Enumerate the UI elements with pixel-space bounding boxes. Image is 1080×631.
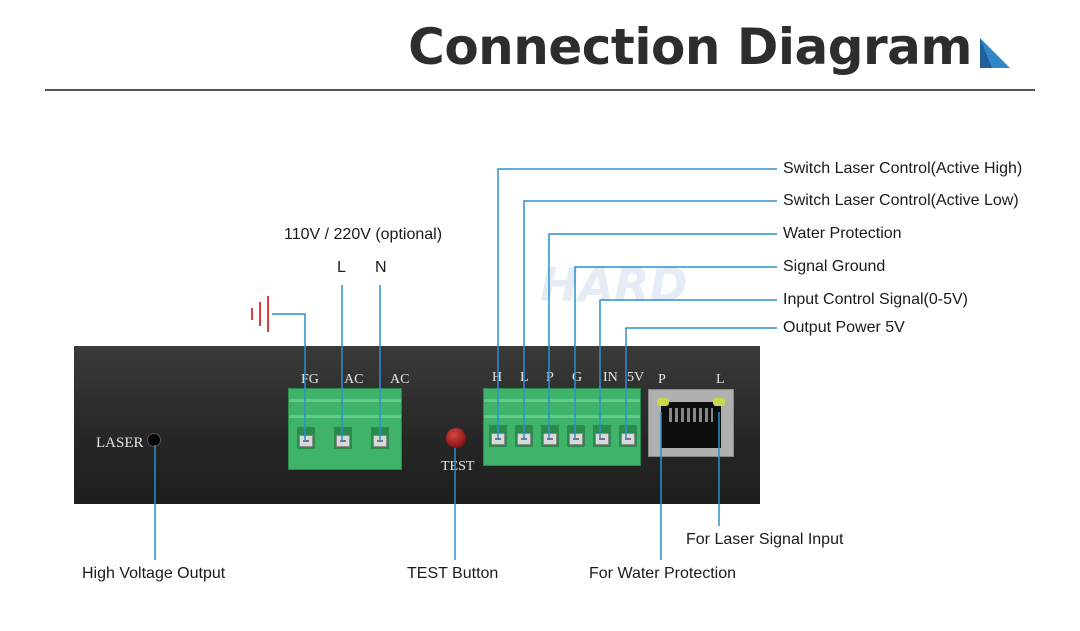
laser-power-supply: LASER TEST FG AC AC H L P G IN 5V P L (74, 346, 760, 504)
test-button[interactable] (446, 428, 466, 448)
rj45-p-label: P (658, 372, 666, 387)
voltage-label: 110V / 220V (optional) (284, 226, 443, 243)
high-voltage-output-label: High Voltage Output (82, 565, 226, 582)
terminal-p-label: P (546, 370, 554, 385)
page-title: Connection Diagram (408, 18, 972, 76)
terminal-h-label: H (492, 370, 503, 385)
terminal-ac1-label: AC (344, 372, 364, 387)
ground-icon (251, 296, 269, 332)
laser-output-label: LASER (96, 435, 144, 451)
live-label: L (337, 259, 346, 276)
title-divider (45, 89, 1035, 91)
laser-signal-input-label: For Laser Signal Input (686, 531, 844, 548)
signal-label-output-5v: Output Power 5V (783, 319, 905, 336)
terminal-5v-label: 5V (627, 370, 645, 385)
laser-output-port (147, 433, 161, 447)
terminal-in-label: IN (603, 370, 618, 385)
power-terminal-block (288, 388, 402, 470)
signal-label-active-low: Switch Laser Control(Active Low) (783, 192, 1019, 209)
terminal-ac2-label: AC (390, 372, 410, 387)
water-protection-led (657, 398, 669, 406)
test-label: TEST (441, 459, 475, 474)
signal-label-active-high: Switch Laser Control(Active High) (783, 160, 1023, 177)
signal-label-ground: Signal Ground (783, 258, 886, 275)
water-protection-port-label: For Water Protection (589, 565, 737, 582)
signal-label-water-protection: Water Protection (783, 225, 902, 242)
laser-signal-led (713, 398, 725, 406)
neutral-label: N (375, 259, 387, 276)
signal-terminal-block (483, 388, 641, 466)
terminal-g-label: G (572, 370, 583, 385)
rj45-l-label: L (716, 372, 725, 387)
title-triangle-icon (980, 38, 1010, 68)
signal-label-input-control: Input Control Signal(0-5V) (783, 291, 968, 308)
test-button-label: TEST Button (407, 565, 499, 582)
